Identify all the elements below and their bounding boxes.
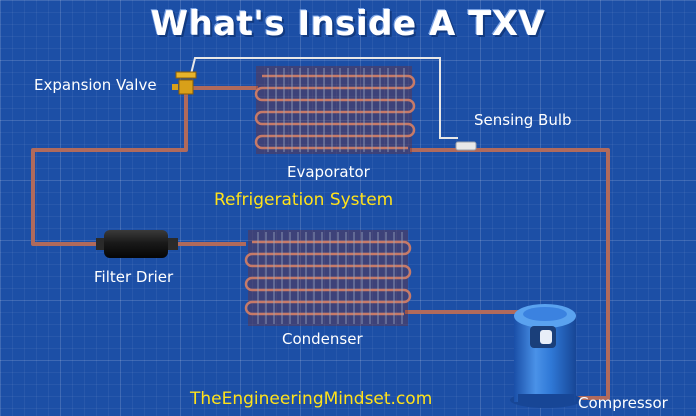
expansion-valve-icon xyxy=(172,71,197,95)
filter-drier-icon xyxy=(96,230,178,258)
evaporator-coil-icon xyxy=(254,66,416,154)
sensing-bulb-label: Sensing Bulb xyxy=(474,111,572,129)
page-title: What's Inside A TXV xyxy=(150,4,546,44)
filter-drier-label: Filter Drier xyxy=(94,268,174,286)
system-title: Refrigeration System xyxy=(214,190,394,210)
condenser-coil-icon xyxy=(244,230,412,326)
compressor-icon xyxy=(510,304,582,408)
evaporator-label: Evaporator xyxy=(287,163,370,181)
refrigerant-pipe xyxy=(31,86,610,400)
website-credit: TheEngineeringMindset.com xyxy=(190,389,433,409)
compressor-label: Compressor xyxy=(578,394,668,412)
condenser-label: Condenser xyxy=(282,330,363,348)
capillary-tube xyxy=(189,57,458,139)
expansion-valve-label: Expansion Valve xyxy=(34,76,157,94)
sensing-bulb-icon xyxy=(455,141,477,151)
